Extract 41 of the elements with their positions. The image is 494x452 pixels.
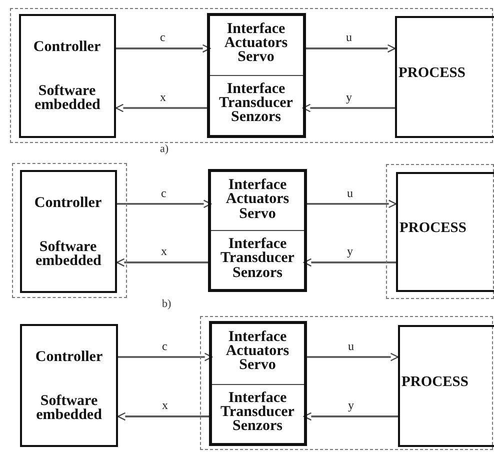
controller-box — [18, 14, 116, 138]
dashed-boundary — [200, 316, 493, 450]
arrow — [303, 44, 396, 53]
arrow — [304, 200, 397, 208]
arrow — [303, 412, 398, 421]
interface-label: Interface Transducer Senzors — [220, 237, 296, 280]
software-label: Software embedded — [34, 84, 100, 112]
arrow — [117, 200, 212, 208]
software-label: Software embedded — [36, 240, 100, 268]
interface-label: Interface Actuators Servo — [223, 22, 289, 64]
controller-label: Controller — [33, 196, 103, 210]
arrow — [118, 352, 213, 362]
interface-label: Interface Transducer Senzors — [218, 82, 294, 124]
arrow — [116, 44, 211, 53]
controller-box — [20, 324, 118, 447]
controller-box — [20, 170, 116, 292]
process-box — [396, 172, 494, 292]
arrow — [116, 258, 211, 267]
arrow — [303, 258, 396, 267]
interface-box — [206, 12, 306, 138]
panel-caption: b) — [162, 298, 172, 310]
process-box — [394, 16, 494, 138]
interface-box — [208, 320, 306, 446]
dashed-boundary — [386, 164, 494, 299]
interface-label: Interface Transducer Senzors — [220, 390, 296, 434]
interface-label: Interface Actuators Servo — [224, 330, 290, 372]
arrow — [302, 104, 395, 112]
software-label: Software embedded — [36, 394, 102, 422]
process-label: PROCESS — [402, 376, 470, 390]
arrow — [115, 104, 210, 112]
arrow — [304, 352, 399, 362]
process-box — [398, 324, 494, 446]
controller-label: Controller — [34, 350, 104, 364]
arrow — [117, 412, 212, 421]
interface-label: Interface Actuators Servo — [224, 178, 290, 221]
process-label: PROCESS — [398, 66, 466, 80]
controller-label: Controller — [32, 40, 102, 54]
process-label: PROCESS — [400, 222, 468, 236]
interface-box — [208, 169, 307, 292]
panel-caption: a) — [160, 143, 169, 155]
dashed-boundary — [12, 163, 127, 298]
